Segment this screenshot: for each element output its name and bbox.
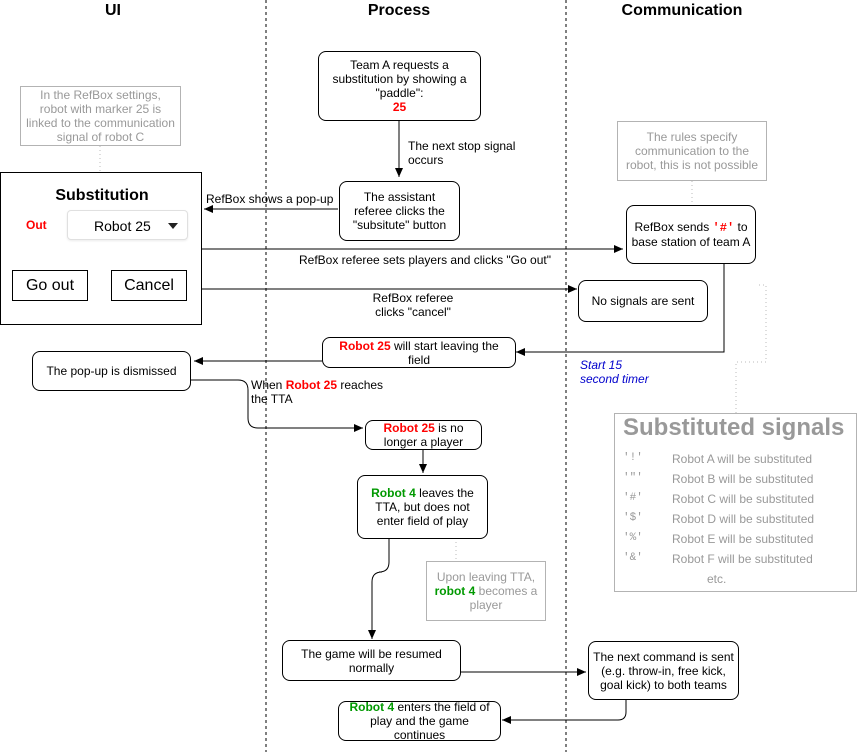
box-start-leaving: Robot 25 will start leaving the field bbox=[322, 337, 516, 368]
when-reaches-suffix: reaches the TTA bbox=[251, 378, 384, 406]
leaving-tta-line: robot 4 becomes a player bbox=[431, 584, 541, 612]
signal-description: Robot D will be substituted bbox=[672, 512, 815, 526]
leaving-tta-suffix: becomes a player bbox=[469, 584, 538, 612]
leaving-tta-robot: robot 4 bbox=[434, 584, 476, 598]
substitution-popup: Substitution Out Robot 25 Go out Cancel bbox=[0, 172, 202, 325]
signal-description: Robot C will be substituted bbox=[672, 492, 815, 506]
box-refbox-sends: RefBox sends '#' to base station of team… bbox=[626, 205, 756, 264]
arrow-signal-to-leaving bbox=[516, 264, 725, 356]
box-no-signals: No signals are sent bbox=[578, 280, 708, 322]
refbox-sends-signal: '#' bbox=[712, 221, 735, 235]
box-assistant-referee: The assistant referee clicks the "subsit… bbox=[339, 181, 460, 241]
no-longer-robot: Robot 25 bbox=[383, 421, 435, 435]
label-shows-popup: RefBox shows a pop-up bbox=[206, 192, 334, 206]
signal-description: Robot F will be substituted bbox=[672, 552, 813, 566]
robot4-enters-robot: Robot 4 bbox=[349, 700, 395, 714]
team-request-text: Team A requests a substitution by showin… bbox=[332, 58, 467, 100]
box-popup-dismissed: The pop-up is dismissed bbox=[32, 351, 191, 391]
note-leaving-tta: Upon leaving TTA, robot 4 becomes a play… bbox=[426, 561, 546, 621]
robot4-leaves-robot: Robot 4 bbox=[371, 486, 416, 500]
no-longer-text: Robot 25 is no longer a player bbox=[370, 421, 477, 449]
no-longer-suffix: is no longer a player bbox=[383, 421, 464, 449]
start-leaving-text: Robot 25 will start leaving the field bbox=[327, 339, 511, 367]
box-robot4-leaves: Robot 4 leaves the TTA, but does not ent… bbox=[357, 475, 488, 539]
refbox-sends-prefix: RefBox sends bbox=[634, 220, 713, 234]
label-next-stop: The next stop signal occurs bbox=[408, 139, 516, 167]
team-request-number: 25 bbox=[392, 100, 407, 114]
start-leaving-suffix: will start leaving the field bbox=[390, 338, 499, 367]
out-label: Out bbox=[26, 218, 47, 232]
label-timer: Start 15 second timer bbox=[580, 358, 649, 386]
label-when-reaches: When Robot 25 reaches the TTA bbox=[251, 378, 401, 406]
substituted-signals-title: Substituted signals bbox=[623, 414, 845, 441]
popup-title: Substitution bbox=[55, 187, 149, 204]
signal-code: '#' bbox=[623, 492, 643, 504]
robot4-leaves-text: Robot 4 leaves the TTA, but does not ent… bbox=[362, 486, 483, 528]
go-out-button[interactable]: Go out bbox=[12, 270, 88, 301]
box-game-resumed: The game will be resumed normally bbox=[282, 640, 461, 681]
box-no-longer-player: Robot 25 is no longer a player bbox=[365, 420, 482, 450]
refbox-sends-suffix: to base station of team A bbox=[631, 220, 751, 249]
substituted-signals-etc: etc. bbox=[707, 572, 727, 586]
column-title-process: Process bbox=[367, 2, 431, 19]
refbox-sends-text: RefBox sends '#' to base station of team… bbox=[631, 220, 751, 249]
robot4-leaves-suffix: leaves the TTA, but does not enter field… bbox=[375, 486, 474, 528]
chevron-down-icon bbox=[168, 223, 178, 229]
leaving-tta-prefix: Upon leaving TTA, bbox=[436, 570, 536, 584]
signal-code: '&' bbox=[623, 552, 643, 564]
robot-select-value: Robot 25 bbox=[94, 218, 151, 234]
robot-select[interactable]: Robot 25 bbox=[67, 210, 188, 240]
box-robot4-enters: Robot 4 enters the field of play and the… bbox=[338, 700, 501, 742]
robot4-enters-suffix: enters the field of play and the game co… bbox=[370, 700, 490, 742]
when-reaches-prefix: When bbox=[251, 378, 286, 392]
box-team-request: Team A requests a substitution by showin… bbox=[318, 51, 481, 121]
arrow-reaches-tta bbox=[191, 379, 363, 432]
substituted-signals-panel: Substituted signals '!' Robot A will be s… bbox=[614, 413, 857, 592]
signal-code: '%' bbox=[623, 532, 643, 544]
column-title-communication: Communication bbox=[621, 2, 743, 19]
label-sets-players: RefBox referee sets players and clicks "… bbox=[299, 253, 551, 267]
note-connector bbox=[735, 284, 767, 413]
label-clicks-cancel: RefBox referee clicks "cancel" bbox=[372, 291, 454, 319]
start-leaving-robot: Robot 25 bbox=[339, 338, 391, 353]
signal-description: Robot B will be substituted bbox=[672, 472, 814, 486]
signal-code: '$' bbox=[623, 512, 643, 524]
note-refbox-settings: In the RefBox settings, robot with marke… bbox=[20, 86, 181, 146]
signal-description: Robot A will be substituted bbox=[672, 452, 813, 466]
column-title-ui: UI bbox=[105, 2, 121, 19]
arrow-command-to-enter bbox=[502, 700, 627, 724]
arrow-robot4-to-resume bbox=[368, 539, 390, 639]
robot4-enters-text: Robot 4 enters the field of play and the… bbox=[343, 700, 496, 742]
note-rules-specify: The rules specify communication to the r… bbox=[617, 121, 767, 181]
when-reaches-robot: Robot 25 bbox=[285, 378, 338, 392]
cancel-button[interactable]: Cancel bbox=[111, 270, 187, 301]
box-next-command: The next command is sent (e.g. throw-in,… bbox=[588, 641, 739, 700]
signal-code: '"' bbox=[623, 472, 643, 484]
signal-code: '!' bbox=[623, 452, 643, 464]
signal-description: Robot E will be substituted bbox=[672, 532, 814, 546]
